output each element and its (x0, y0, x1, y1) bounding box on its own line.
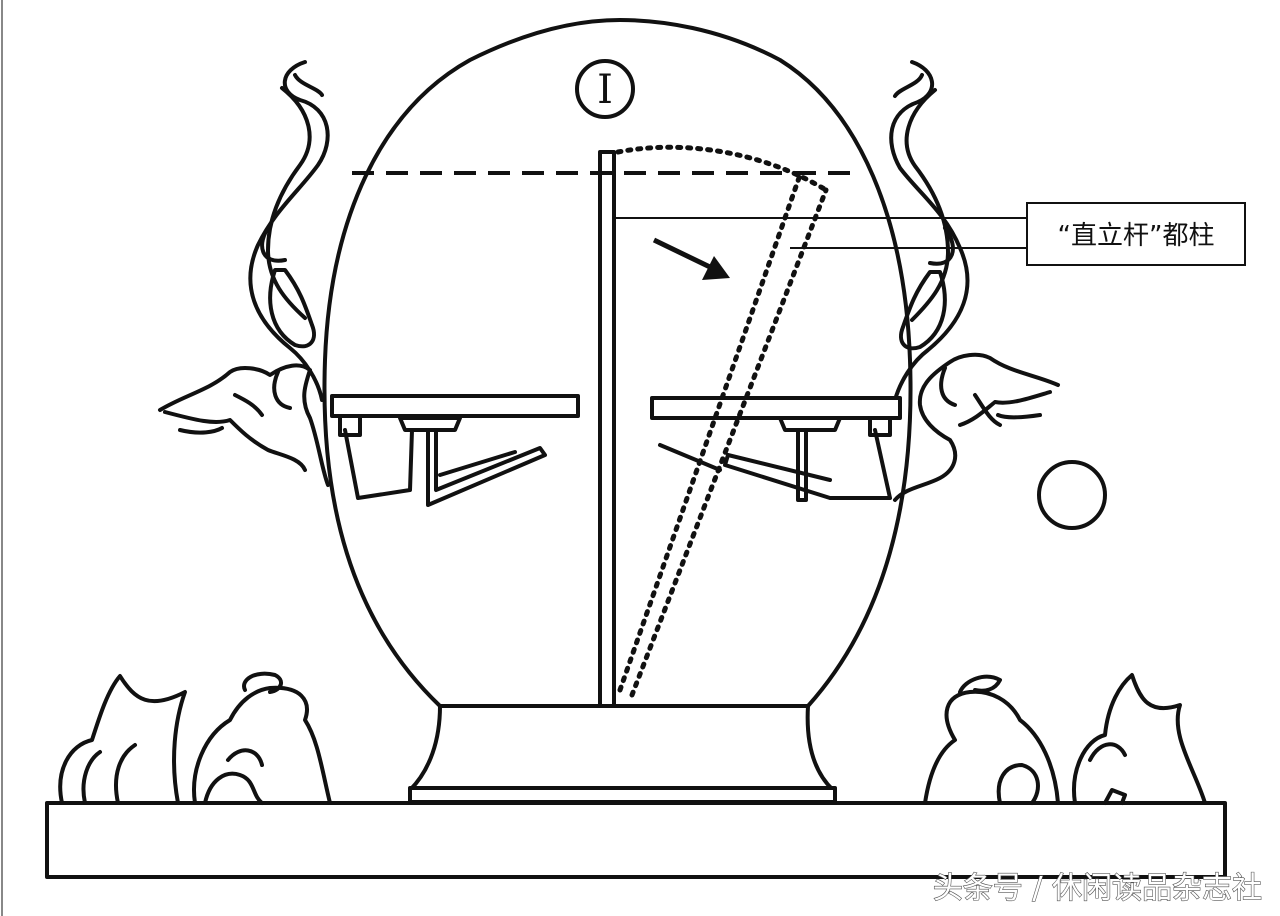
vessel-body (322, 18, 913, 708)
bronze-ball-icon (1037, 460, 1107, 530)
dragon-handle-left (158, 60, 330, 487)
inner-mechanism-right (650, 396, 902, 502)
dragon-handle-right (889, 60, 1060, 502)
marker-circle: I (575, 59, 635, 119)
callout-label: “直立杆”都柱 (1058, 221, 1215, 251)
callout-label-box: “直立杆”都柱 (1026, 202, 1246, 266)
watermark: 头条号 / 休闲读品杂志社 (933, 871, 1262, 906)
marker-label: I (597, 67, 613, 113)
base-plinth (45, 801, 1227, 879)
inner-mechanism-left (330, 394, 580, 507)
tilted-pillar (615, 144, 829, 698)
vessel-pedestal (408, 704, 837, 804)
tilt-arrow-icon (652, 237, 730, 280)
standing-pillar (598, 150, 616, 708)
callout-leaders (614, 217, 1028, 249)
toad-figures-right (923, 673, 1207, 805)
toad-figures-left (58, 671, 332, 805)
